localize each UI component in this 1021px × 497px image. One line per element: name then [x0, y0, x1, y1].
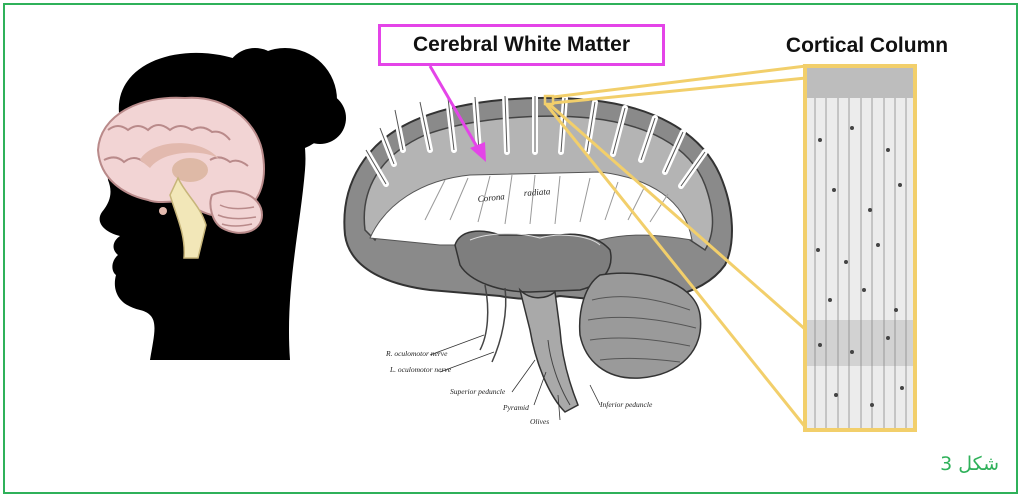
cortical-column-label: Cortical Column — [762, 34, 972, 58]
white-matter-label: Cerebral White Matter — [378, 24, 665, 66]
l-oculomotor-label: L. oculomotor nerve — [389, 365, 452, 374]
inferior-peduncle-label: Inferior peduncle — [599, 400, 653, 409]
olives-label: Olives — [530, 417, 549, 426]
r-oculomotor-label: R. oculomotor nerve — [385, 349, 448, 358]
pyramid-label: Pyramid — [502, 403, 529, 412]
radiata-label: radiata — [523, 186, 551, 198]
figure-caption: شكل 3 — [940, 453, 999, 475]
cortical-column-image — [805, 66, 915, 430]
superior-peduncle-label: Superior peduncle — [450, 387, 506, 396]
